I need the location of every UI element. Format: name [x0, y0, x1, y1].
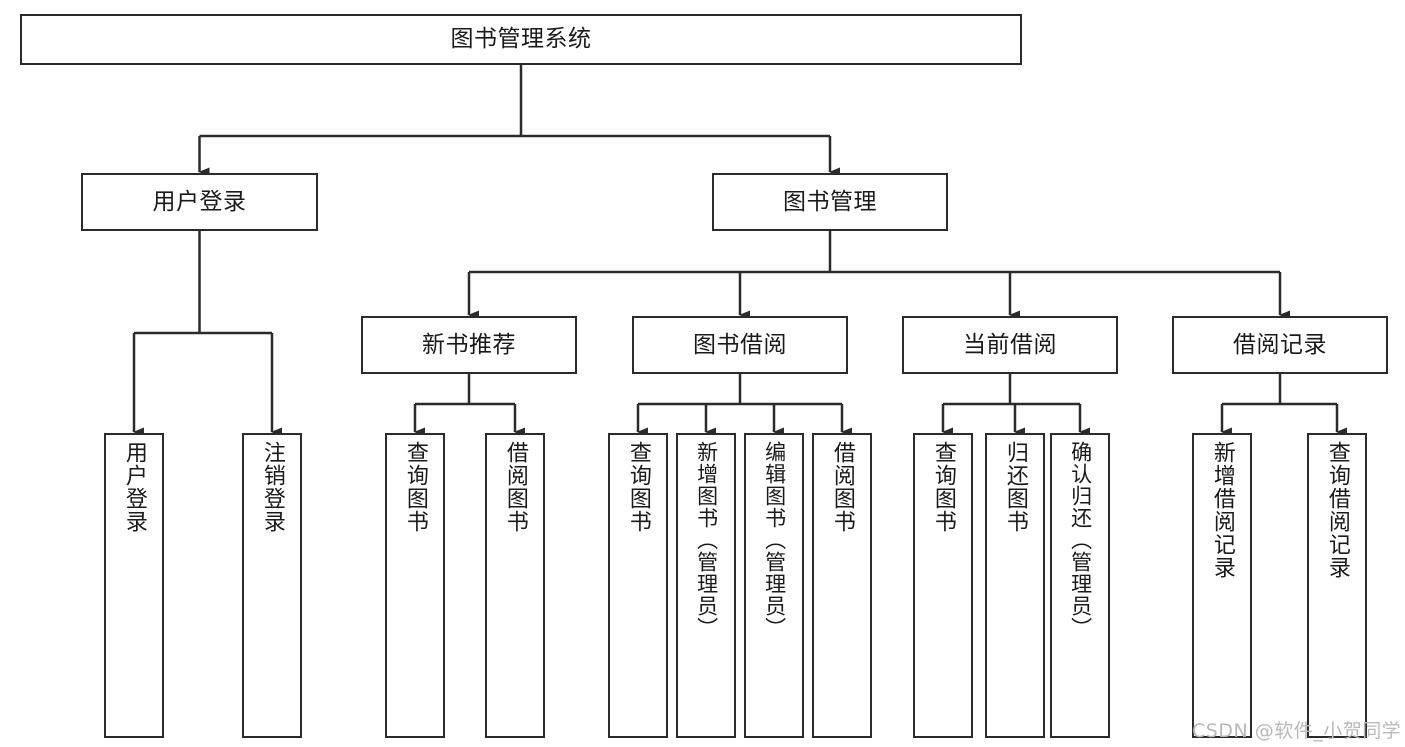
node-label: 新书推荐 — [422, 331, 516, 358]
node-leaf-borrow-edit[interactable]: 编辑图书（管理员） — [744, 433, 804, 738]
node-label: 图书管理系统 — [450, 26, 592, 53]
node-leaf-cur-query[interactable]: 查询图书 — [913, 433, 973, 738]
node-leaf-rec-query[interactable]: 查询图书 — [385, 433, 445, 738]
node-label: 编辑图书（管理员） — [762, 441, 787, 639]
node-label: 图书管理 — [783, 188, 877, 215]
node-borrow-record[interactable]: 借阅记录 — [1172, 316, 1388, 374]
node-leaf-cur-return[interactable]: 归还图书 — [985, 433, 1045, 738]
node-leaf-borrow-query[interactable]: 查询图书 — [608, 433, 668, 738]
node-label: 新增借阅记录 — [1209, 441, 1235, 579]
node-leaf-borrow-lend[interactable]: 借阅图书 — [812, 433, 872, 738]
node-new-book-rec[interactable]: 新书推荐 — [361, 316, 577, 374]
watermark: CSDN @软件_小贺同学 — [1192, 720, 1402, 742]
node-label: 借阅记录 — [1233, 331, 1327, 358]
node-label: 确认归还（管理员） — [1068, 441, 1093, 639]
node-leaf-rec-query2[interactable]: 查询借阅记录 — [1307, 433, 1367, 738]
node-leaf-cur-confirm[interactable]: 确认归还（管理员） — [1050, 433, 1110, 738]
node-leaf-rec-add[interactable]: 新增借阅记录 — [1192, 433, 1252, 738]
node-label: 归还图书 — [1002, 441, 1028, 533]
node-book-manage[interactable]: 图书管理 — [712, 173, 948, 231]
node-label: 当前借阅 — [963, 331, 1057, 358]
node-label: 查询图书 — [625, 441, 651, 533]
node-label: 注销登录 — [259, 441, 285, 533]
node-label: 新增图书（管理员） — [694, 441, 719, 639]
node-current-borrow[interactable]: 当前借阅 — [902, 316, 1118, 374]
node-label: 用户登录 — [152, 188, 247, 215]
node-label: 用户登录 — [121, 441, 147, 533]
node-user-login[interactable]: 用户登录 — [81, 173, 318, 231]
node-leaf-logout[interactable]: 注销登录 — [242, 433, 302, 738]
node-label: 查询图书 — [402, 441, 428, 533]
node-root[interactable]: 图书管理系统 — [20, 14, 1022, 65]
node-book-borrow[interactable]: 图书借阅 — [632, 316, 848, 374]
node-label: 查询借阅记录 — [1324, 441, 1350, 579]
node-leaf-rec-borrow[interactable]: 借阅图书 — [485, 433, 545, 738]
node-label: 图书借阅 — [693, 331, 787, 358]
node-leaf-user-login[interactable]: 用户登录 — [104, 433, 164, 738]
node-label: 借阅图书 — [502, 441, 528, 533]
node-leaf-borrow-add[interactable]: 新增图书（管理员） — [676, 433, 736, 738]
node-label: 借阅图书 — [829, 441, 855, 533]
node-label: 查询图书 — [930, 441, 956, 533]
